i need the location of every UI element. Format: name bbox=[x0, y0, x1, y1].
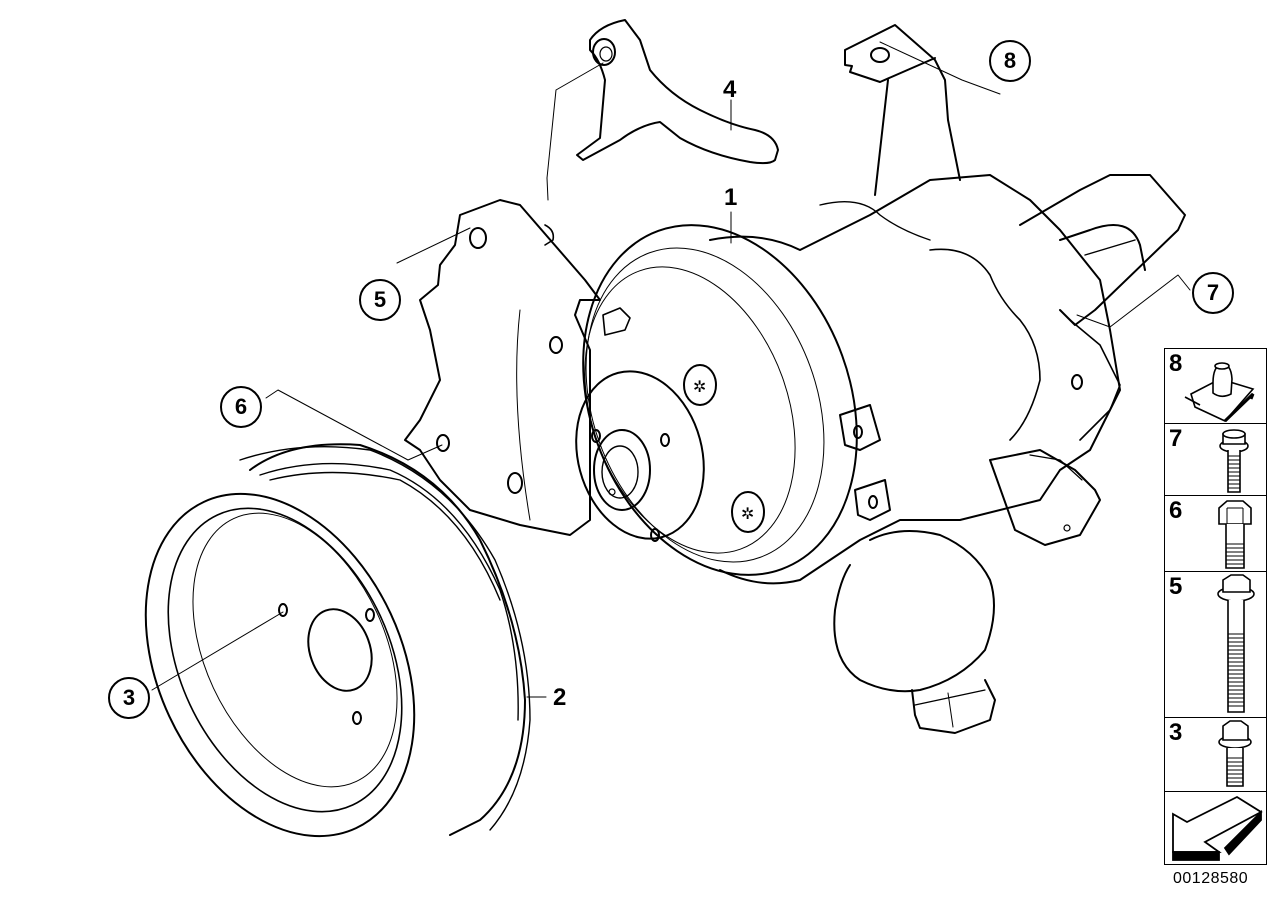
legend-number: 7 bbox=[1169, 425, 1183, 452]
callout-4: 4 bbox=[723, 76, 737, 103]
callout-6: 6 bbox=[220, 386, 262, 428]
flange-bolt-icon bbox=[1218, 720, 1252, 787]
callout-3: 3 bbox=[108, 677, 150, 719]
bracket-8-drawing bbox=[844, 24, 961, 196]
callout-1: 1 bbox=[724, 184, 738, 211]
mounting-plate-drawing bbox=[404, 199, 601, 536]
legend-number: 3 bbox=[1169, 719, 1183, 746]
legend-item-6: 6 bbox=[1165, 496, 1266, 572]
reservoir-sphere-drawing bbox=[833, 530, 996, 734]
leader-lines bbox=[151, 41, 1191, 698]
legend-number: 6 bbox=[1169, 497, 1183, 524]
clip-nut-icon bbox=[1184, 362, 1255, 423]
legend-item-8: 8 bbox=[1165, 349, 1266, 424]
legend-number: 8 bbox=[1169, 350, 1183, 377]
svg-text:✲: ✲ bbox=[693, 377, 706, 396]
legend-item-3: 3 bbox=[1165, 718, 1266, 792]
long-flange-bolt-icon bbox=[1217, 574, 1255, 713]
collar-screw-icon bbox=[1219, 429, 1249, 493]
side-port-drawing bbox=[989, 449, 1101, 546]
diagram-id: 00128580 bbox=[1173, 870, 1249, 887]
legend-item-5: 5 bbox=[1165, 572, 1266, 718]
fastener-legend: 8 7 6 bbox=[1164, 348, 1267, 865]
callout-8: 8 bbox=[989, 40, 1031, 82]
legend-item-7: 7 bbox=[1165, 424, 1266, 496]
callout-2: 2 bbox=[553, 684, 567, 711]
svg-text:✲: ✲ bbox=[741, 504, 754, 523]
callout-5: 5 bbox=[359, 279, 401, 321]
legend-item-direction bbox=[1165, 792, 1266, 864]
legend-number: 5 bbox=[1169, 573, 1183, 600]
hex-bolt-icon bbox=[1218, 500, 1252, 569]
direction-arrow-icon bbox=[1172, 795, 1263, 861]
rear-fitting-drawing bbox=[1019, 174, 1186, 441]
bracket-4-drawing bbox=[576, 19, 779, 165]
pump-body-drawing: ✲ ✲ bbox=[575, 174, 1121, 585]
callout-7: 7 bbox=[1192, 272, 1234, 314]
pulley-drawing bbox=[144, 443, 531, 838]
